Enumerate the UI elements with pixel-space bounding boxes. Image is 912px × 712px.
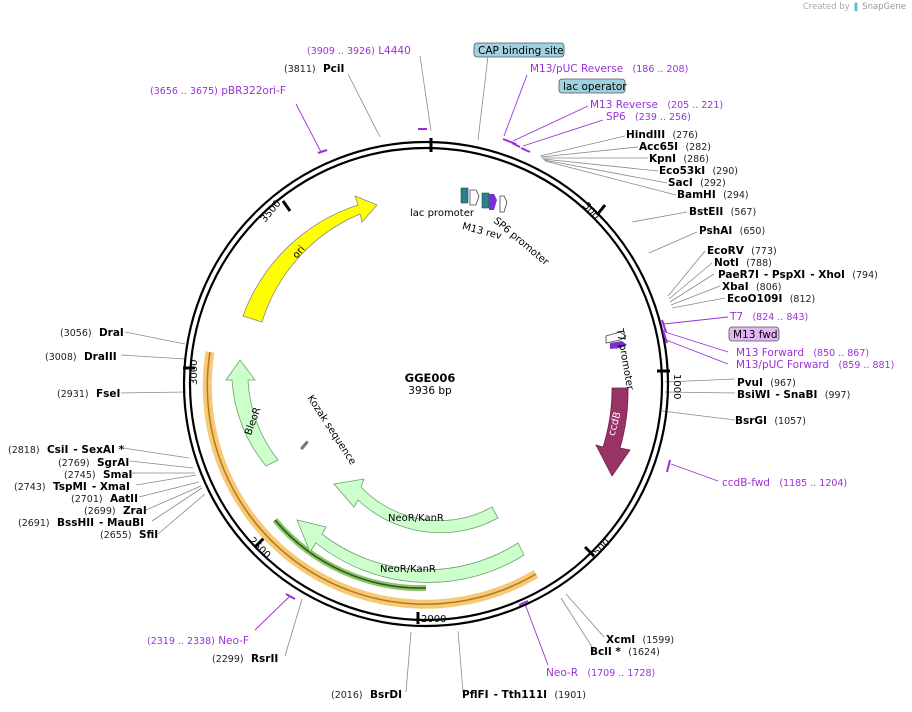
site-drai[interactable]: (3056) DraI (60, 327, 124, 339)
m13-fwd-text: M13 fwd (733, 329, 778, 341)
site-noti[interactable]: NotI (788) (714, 257, 772, 269)
snapgene-logo-icon: ❚ (852, 2, 860, 12)
site-kpni[interactable]: KpnI (286) (649, 153, 709, 165)
promoter-cluster[interactable]: lac promoter M13 rev SP6 promoter (410, 187, 551, 269)
site-bsrdi[interactable]: (2016) BsrDI (331, 689, 402, 701)
primer-labels: (3909 .. 3926) L4440 (3656 .. 3675) pBR3… (147, 45, 894, 679)
primer-m13-puc-forward[interactable]: M13/pUC Forward (859 .. 881) (736, 359, 894, 371)
site-smai[interactable]: (2745) SmaI (64, 469, 132, 481)
site-zrai[interactable]: (2699) ZraI (84, 505, 147, 517)
highlight-region (202, 351, 539, 609)
kozak-label: Kozak sequence (305, 393, 358, 467)
ccdB-feature[interactable]: ccdB (595, 387, 631, 477)
tick-3000: 3000 (189, 360, 200, 385)
primer-m13-puc-rev[interactable]: M13/pUC Reverse (186 .. 208) (530, 63, 688, 75)
tick-2000: 2000 (421, 614, 446, 625)
site-ecorv[interactable]: EcoRV (773) (707, 245, 777, 257)
site-eco53ki[interactable]: Eco53kI (290) (659, 165, 738, 177)
site-bamhi[interactable]: BamHI (294) (677, 189, 749, 201)
leader-lines (120, 55, 736, 693)
plasmid-name: GGE006 (405, 371, 456, 385)
m13-fwd-label[interactable]: M13 fwd (728, 326, 780, 342)
site-bsrgi[interactable]: BsrGI (1057) (735, 415, 806, 427)
site-pflfi[interactable]: PflFI- Tth111I (1901) (462, 689, 586, 701)
primer-leader-lines (254, 74, 729, 666)
primer-neo-f[interactable]: (2319 .. 2338) Neo-F (147, 635, 249, 647)
site-pshai[interactable]: PshAI (650) (699, 225, 765, 237)
site-sfii[interactable]: (2655) SfiI (100, 529, 158, 541)
credit-brand: SnapGene (862, 2, 906, 12)
neor-inner-label: NeoR/KanR (388, 513, 444, 524)
green-highlight (272, 518, 427, 592)
tick-3500: 3500 (259, 198, 284, 225)
lac-operator-text: lac operator (563, 81, 627, 93)
site-xcmi[interactable]: XcmI (1599) (606, 634, 674, 646)
cap-binding-site-text: CAP binding site (478, 45, 564, 57)
site-pcii[interactable]: (3811) PciI (284, 63, 344, 75)
site-hindiii[interactable]: HindIII (276) (626, 129, 698, 141)
t7-promoter-label: T7 promoter (613, 327, 635, 392)
primer-markers (285, 128, 671, 606)
neor-outer-label: NeoR/KanR (380, 564, 436, 575)
site-bsshii[interactable]: (2691) BssHII- MauBI (18, 517, 144, 529)
tick-labels: 500 1000 1500 2000 2500 3000 3500 (189, 198, 682, 625)
tick-1000: 1000 (671, 374, 682, 399)
neor-inner-feature[interactable]: NeoR/KanR (333, 478, 499, 534)
site-ecoo109i[interactable]: EcoO109I (812) (727, 293, 815, 305)
credit: Created by ❚ SnapGene (803, 2, 906, 12)
site-csii[interactable]: (2818) CsiI- SexAI * (8, 444, 125, 456)
primer-pbr322ori[interactable]: (3656 .. 3675) pBR322ori-F (150, 85, 286, 97)
site-acc65i[interactable]: Acc65I (282) (639, 141, 711, 153)
site-aatii[interactable]: (2701) AatII (71, 493, 138, 505)
site-tspmi[interactable]: (2743) TspMI- XmaI (14, 481, 130, 493)
site-bsteii[interactable]: BstEII (567) (689, 206, 756, 218)
primer-l4440[interactable]: (3909 .. 3926) L4440 (307, 45, 411, 57)
neor-outer-feature[interactable]: NeoR/KanR (296, 519, 525, 583)
kozak-feature[interactable]: Kozak sequence (300, 393, 358, 467)
backbone (182, 138, 670, 628)
site-bsiwi[interactable]: BsiWI- SnaBI (997) (737, 389, 850, 401)
site-draiii[interactable]: (3008) DraIII (45, 351, 117, 363)
sp6-promoter-label: SP6 promoter (491, 216, 551, 269)
credit-prefix: Created by (802, 2, 850, 12)
primer-m13-rev[interactable]: M13 Reverse (205 .. 221) (590, 99, 723, 111)
primer-ccdb-fwd[interactable]: ccdB-fwd (1185 .. 1204) (722, 477, 847, 489)
tick-marks (183, 200, 670, 624)
lac-promoter-label: lac promoter (410, 208, 475, 219)
tick-500: 500 (580, 201, 601, 223)
site-fsei[interactable]: (2931) FseI (57, 388, 120, 400)
lac-operator-label[interactable]: lac operator (558, 78, 627, 94)
site-pvui[interactable]: PvuI (967) (737, 377, 796, 389)
site-paer7i[interactable]: PaeR7I- PspXI- XhoI (794) (718, 269, 878, 281)
primer-neo-r[interactable]: Neo-R (1709 .. 1728) (546, 667, 655, 679)
bleor-feature[interactable]: BleoR (225, 359, 279, 467)
site-rsrii[interactable]: (2299) RsrII (212, 653, 278, 665)
primer-m13-forward[interactable]: M13 Forward (850 .. 867) (736, 347, 869, 359)
plasmid-size: 3936 bp (408, 385, 452, 397)
cap-binding-site-label[interactable]: CAP binding site (473, 42, 565, 58)
restriction-site-labels: (3811) PciI HindIII (276) Acc65I (282) K… (8, 63, 878, 701)
t7-promoter-feature[interactable]: T7 promoter (605, 327, 635, 392)
site-xbai[interactable]: XbaI (806) (722, 281, 782, 293)
site-saci[interactable]: SacI (292) (668, 177, 726, 189)
primer-t7[interactable]: T7 (824 .. 843) (729, 311, 808, 323)
primer-sp6[interactable]: SP6 (239 .. 256) (606, 111, 691, 123)
site-bcli[interactable]: BclI * (1624) (590, 646, 660, 658)
site-sgrai[interactable]: (2769) SgrAI (58, 457, 129, 469)
